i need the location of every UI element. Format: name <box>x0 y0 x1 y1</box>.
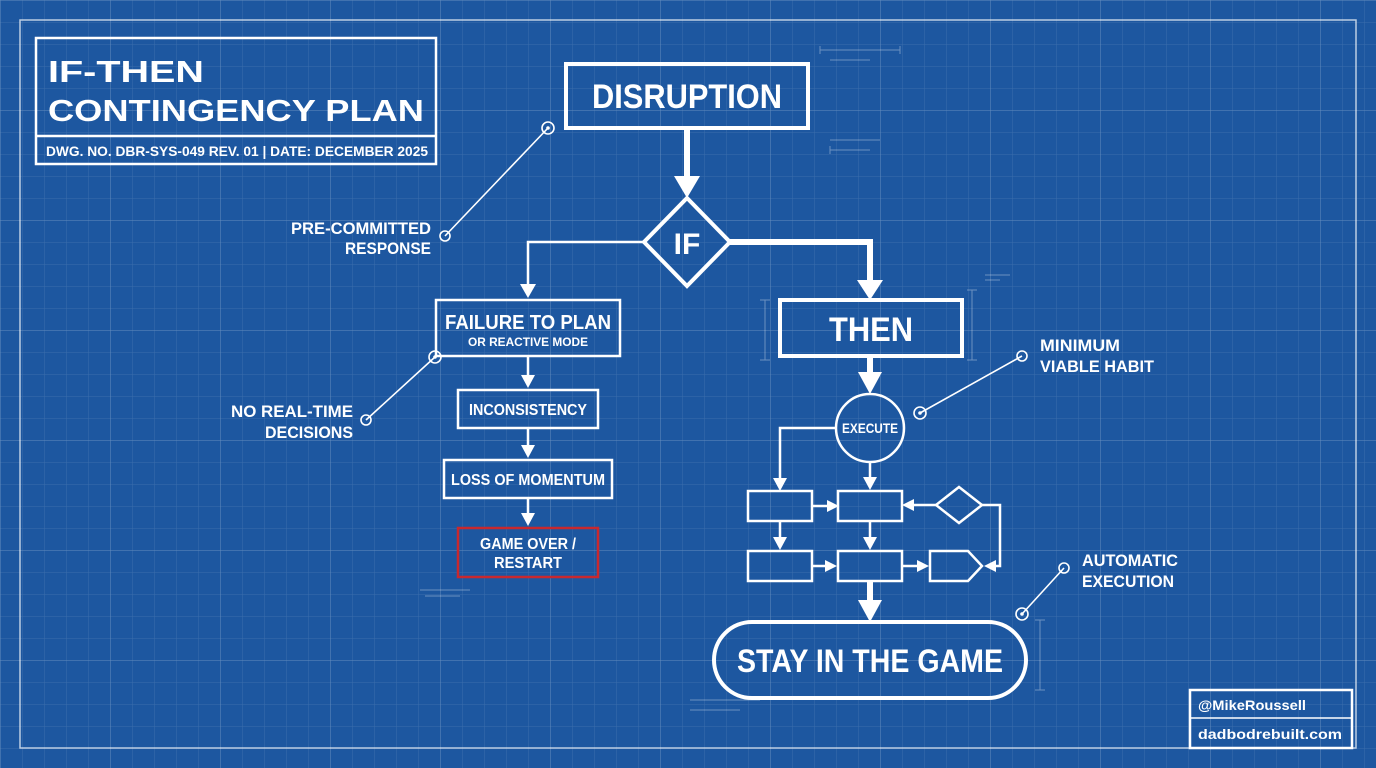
leader-anchor <box>428 350 442 364</box>
arrow-into-execute <box>858 372 882 394</box>
leader-end <box>360 414 372 426</box>
game-over-label-line1: GAME OVER / <box>480 536 576 553</box>
connector-if-then <box>730 239 873 282</box>
flow-node-d <box>928 549 984 583</box>
dimension-marks <box>420 46 1045 711</box>
leader-anchor <box>541 121 555 135</box>
dimension-mark <box>760 299 770 361</box>
stay-label: STAY IN THE GAME <box>737 643 1003 679</box>
minimum-line1: MINIMUM <box>1040 336 1120 355</box>
automatic-line1: AUTOMATIC <box>1082 551 1178 570</box>
connector-execute-left <box>778 426 836 480</box>
outer-frame <box>19 19 1357 749</box>
arrow-into-gameover <box>521 513 535 526</box>
automatic-line2: EXECUTION <box>1082 572 1174 591</box>
arrow-loop-node-d <box>984 560 996 572</box>
title-block-frame <box>34 36 438 166</box>
arrow-diamond-b <box>902 499 914 511</box>
credits-handle: @MikeRoussell <box>1198 697 1306 713</box>
execute-label: EXECUTE <box>842 420 898 436</box>
leader-anchor-dot <box>433 355 437 359</box>
inconsistency-label: INCONSISTENCY <box>469 402 587 419</box>
title-block: IF-THEN CONTINGENCY PLAN DWG. NO. DBR-SY… <box>34 36 438 166</box>
leader-anchor <box>1015 607 1029 621</box>
leader-line <box>1021 567 1065 615</box>
stay-pill <box>712 620 1028 700</box>
credits-block: @MikeRoussell dadbodrebuilt.com <box>1188 688 1354 750</box>
arrow-into-then <box>857 280 883 300</box>
leader-anchor-dot <box>918 411 922 415</box>
leader-line <box>919 355 1023 414</box>
pre-committed-line2: RESPONSE <box>345 239 431 258</box>
title-line1: IF-THEN <box>48 54 204 89</box>
leader-anchor-dot <box>546 126 550 130</box>
arrow-a-b <box>827 500 839 512</box>
connector-if-failure <box>526 240 644 286</box>
arrow-into-stay <box>858 600 882 622</box>
leader-end <box>1016 350 1028 362</box>
callout-no-realtime: NO REAL-TIME DECISIONS <box>231 350 442 442</box>
flow-decision-diamond <box>933 485 985 525</box>
arrow-into-loss <box>521 445 535 458</box>
failure-label-line1: FAILURE TO PLAN <box>445 312 611 334</box>
dimension-mark <box>819 46 901 54</box>
disruption-label: DISRUPTION <box>592 78 782 116</box>
title-line2: CONTINGENCY PLAN <box>48 93 424 128</box>
arrow-into-node-a <box>773 478 787 491</box>
no-realtime-line1: NO REAL-TIME <box>231 402 353 421</box>
arrow-e-d <box>917 560 929 572</box>
leader-anchor-dot <box>1020 612 1024 616</box>
failure-label-line2: OR REACTIVE MODE <box>468 335 588 349</box>
callout-automatic: AUTOMATIC EXECUTION <box>1015 551 1178 621</box>
if-label: IF <box>674 228 701 261</box>
pre-committed-line1: PRE-COMMITTED <box>291 219 431 238</box>
leader-end <box>439 230 451 242</box>
leader-line <box>444 127 549 237</box>
arrow-a-c <box>773 537 787 550</box>
dimension-mark <box>420 589 470 597</box>
dimension-mark <box>690 699 760 711</box>
dimension-mark <box>829 139 880 154</box>
dimension-mark <box>985 274 1010 281</box>
loss-label: LOSS OF MOMENTUM <box>451 472 605 489</box>
callout-pre-committed: PRE-COMMITTED RESPONSE <box>291 121 555 258</box>
game-over-label-line2: RESTART <box>494 555 562 572</box>
leader-anchor <box>913 406 927 420</box>
game-over-box <box>456 526 600 579</box>
credits-site: dadbodrebuilt.com <box>1198 726 1342 742</box>
if-diamond <box>641 195 733 289</box>
leader-end <box>1058 562 1070 574</box>
arrow-c-e <box>825 560 837 572</box>
arrow-b-e <box>863 537 877 550</box>
credits-frame <box>1188 688 1354 750</box>
leader-line <box>365 356 436 421</box>
no-realtime-line2: DECISIONS <box>265 423 353 442</box>
dimension-mark <box>1035 619 1045 691</box>
connector-diamond-loop <box>982 503 1002 568</box>
callout-minimum-viable: MINIMUM VIABLE HABIT <box>913 336 1155 420</box>
arrow-into-inconsistency <box>521 375 535 388</box>
drawing-info: DWG. NO. DBR-SYS-049 REV. 01 | DATE: DEC… <box>46 143 428 159</box>
arrow-into-if <box>674 176 700 198</box>
minimum-line2: VIABLE HABIT <box>1040 357 1155 376</box>
dimension-mark <box>967 289 977 361</box>
arrow-into-node-b <box>863 477 877 490</box>
then-label: THEN <box>829 311 913 349</box>
arrow-into-failure <box>520 284 536 298</box>
